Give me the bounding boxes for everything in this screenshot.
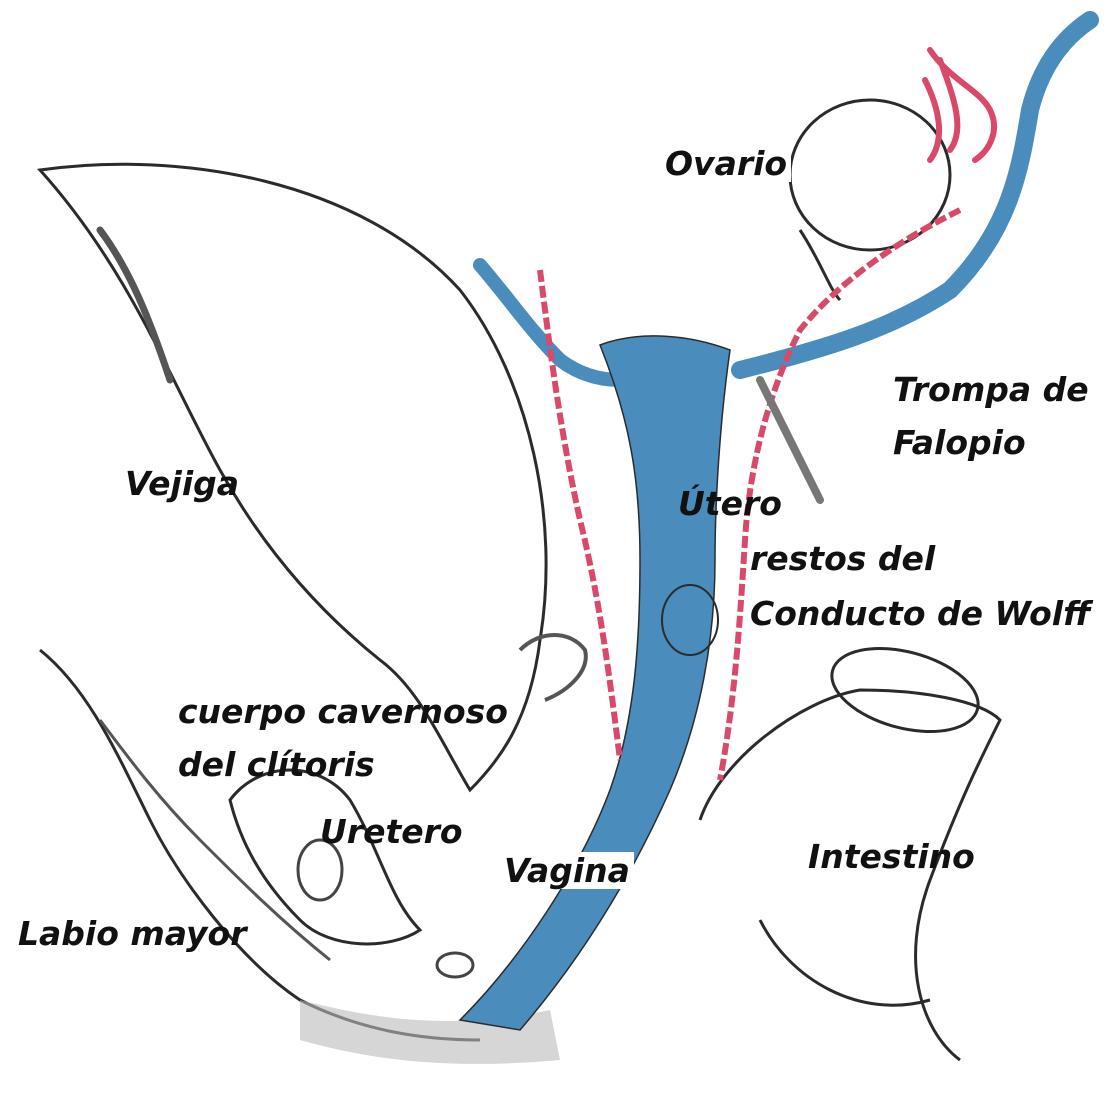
clitoris-outline bbox=[230, 770, 420, 944]
label-utero: Útero bbox=[678, 487, 782, 520]
label-vagina: Vagina bbox=[500, 852, 634, 889]
intestine-lower bbox=[760, 920, 930, 1005]
label-wolff-line1: restos del bbox=[750, 542, 935, 575]
label-vejiga: Vejiga bbox=[125, 467, 239, 500]
label-ovario: Ovario bbox=[661, 145, 791, 182]
label-cuerpo-line2: del clítoris bbox=[178, 748, 375, 781]
round-ligament bbox=[760, 380, 820, 500]
label-trompa-line1: Trompa de bbox=[893, 373, 1089, 406]
urethral-opening bbox=[437, 953, 473, 977]
label-intestino: Intestino bbox=[808, 840, 975, 873]
fimbriae bbox=[925, 50, 994, 160]
uterus-vagina bbox=[460, 336, 730, 1030]
intestine-opening bbox=[823, 634, 988, 746]
label-trompa-line2: Falopio bbox=[893, 426, 1026, 459]
label-wolff-line2: Conducto de Wolff bbox=[750, 597, 1091, 630]
ovary-ligament bbox=[800, 230, 840, 300]
left-blue-duct bbox=[480, 265, 620, 380]
label-cuerpo-line1: cuerpo cavernoso bbox=[178, 695, 508, 728]
label-labio-mayor: Labio mayor bbox=[18, 917, 247, 950]
label-uretero: Uretero bbox=[320, 815, 463, 848]
